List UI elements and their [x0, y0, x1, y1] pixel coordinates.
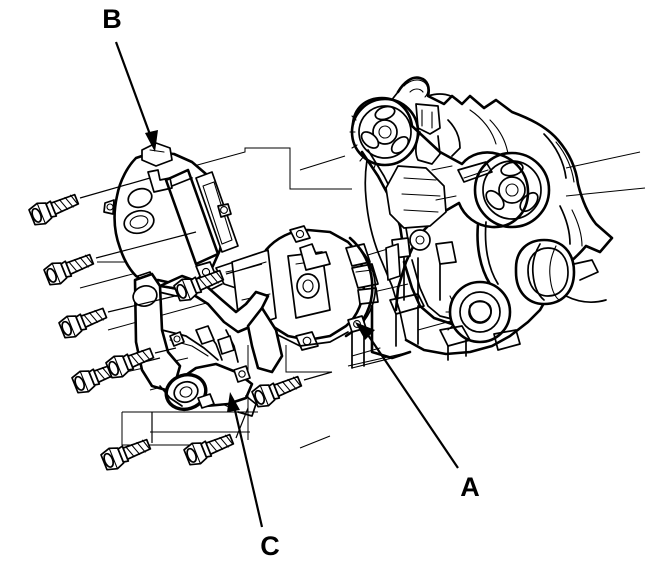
lower-cover-bore — [164, 372, 208, 412]
bolt — [71, 362, 121, 394]
callout-label-c: C — [260, 531, 280, 561]
crank-pulley — [445, 280, 512, 344]
bolt-group — [28, 177, 333, 471]
bolt — [251, 375, 303, 408]
bolt — [43, 253, 95, 286]
callout-label-b: B — [102, 4, 122, 34]
bolt — [28, 193, 80, 226]
bolt — [58, 307, 108, 339]
callout-label-a: A — [460, 472, 480, 502]
bolt — [183, 433, 235, 466]
belt-tensioner — [385, 165, 457, 303]
callout-a — [355, 322, 459, 469]
part-upper-cover — [103, 142, 245, 297]
cam-pulley-left — [349, 97, 420, 169]
bolt — [105, 347, 155, 379]
crank-seal-housing — [514, 238, 607, 306]
callout-c — [227, 392, 264, 528]
bolt — [100, 438, 152, 471]
cam-pulley-right — [473, 151, 551, 229]
bolt — [173, 269, 225, 302]
callout-b — [114, 41, 158, 152]
